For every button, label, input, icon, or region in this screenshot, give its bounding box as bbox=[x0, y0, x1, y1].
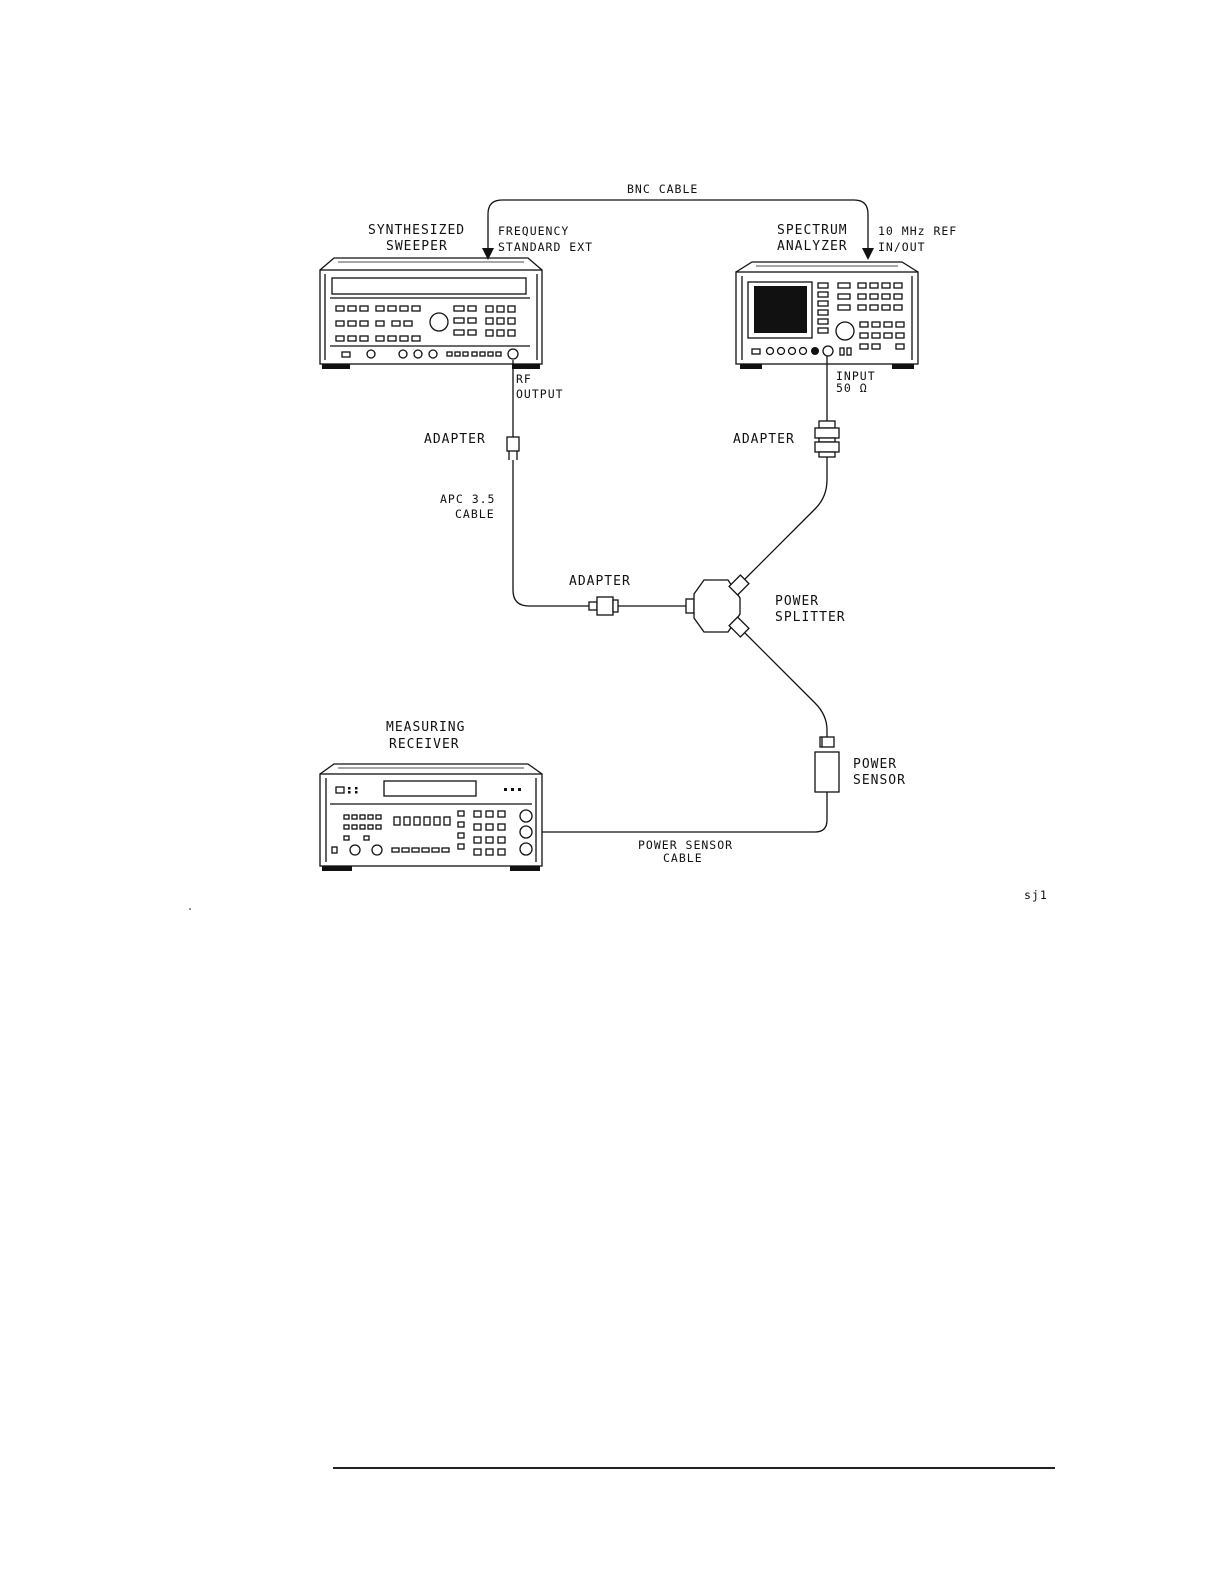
receiver-label-line1: MEASURING bbox=[386, 720, 465, 735]
sweeper-label-line2: SWEEPER bbox=[386, 239, 448, 254]
power-sensor bbox=[815, 737, 839, 792]
adapter-left bbox=[507, 437, 519, 460]
adapter-left-label: ADAPTER bbox=[424, 432, 486, 447]
adapter-right-label: ADAPTER bbox=[733, 432, 795, 447]
freq-standard-label-line1: FREQUENCY bbox=[498, 224, 569, 238]
figure-id: sj1 bbox=[1024, 888, 1048, 902]
sensor-cable-label-line2: CABLE bbox=[663, 851, 703, 865]
power-splitter bbox=[686, 575, 749, 637]
splitter-label-line1: POWER bbox=[775, 594, 819, 609]
adapter-middle bbox=[589, 597, 618, 615]
ref-label-line2: IN/OUT bbox=[878, 240, 926, 254]
input-label-line2: 50 Ω bbox=[836, 381, 868, 395]
receiver-label-line2: RECEIVER bbox=[389, 737, 460, 752]
apc-cable-label-line2: CABLE bbox=[455, 507, 495, 521]
sensor-label-line1: POWER bbox=[853, 757, 897, 772]
sensor-cable-label-line1: POWER SENSOR bbox=[638, 838, 733, 852]
spectrum-analyzer bbox=[736, 262, 918, 369]
freq-standard-label-line2: STANDARD EXT bbox=[498, 240, 593, 254]
sweeper-label-line1: SYNTHESIZED bbox=[368, 223, 465, 238]
analyzer-label-line1: SPECTRUM bbox=[777, 223, 848, 238]
analyzer-label-line2: ANALYZER bbox=[777, 239, 848, 254]
splitter-label-line2: SPLITTER bbox=[775, 610, 846, 625]
synthesized-sweeper bbox=[320, 258, 542, 369]
ref-label-line1: 10 MHz REF bbox=[878, 224, 957, 238]
adapter-right bbox=[815, 421, 839, 457]
rf-output-label-line2: OUTPUT bbox=[516, 387, 564, 401]
adapter-middle-label: ADAPTER bbox=[569, 574, 631, 589]
footer-rule bbox=[333, 1467, 1055, 1469]
apc-cable-label-line1: APC 3.5 bbox=[440, 492, 495, 506]
measuring-receiver bbox=[320, 764, 542, 871]
rf-output-label-line1: RF bbox=[516, 372, 532, 386]
bnc-cable-label: BNC CABLE bbox=[627, 182, 698, 196]
sensor-label-line2: SENSOR bbox=[853, 773, 906, 788]
